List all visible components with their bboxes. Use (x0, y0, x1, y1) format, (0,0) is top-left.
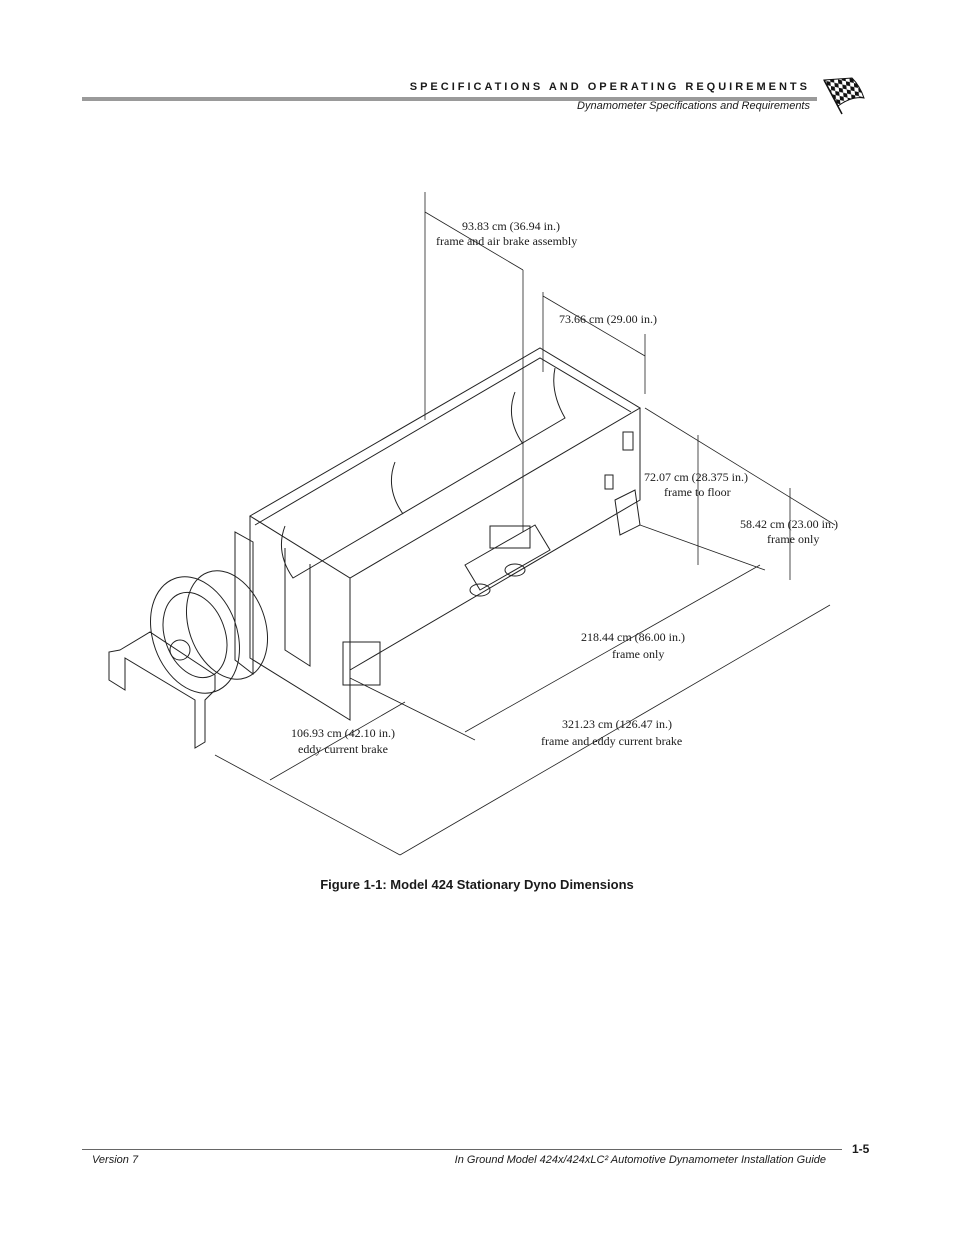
figure-caption: Figure 1-1: Model 424 Stationary Dyno Di… (320, 877, 634, 892)
dim-top-width-value: 93.83 cm (36.94 in.) (462, 219, 560, 233)
footer-rule (82, 1149, 842, 1150)
checkered-flag-icon (823, 77, 865, 115)
dim-brake-length-value: 106.93 cm (42.10 in.) (291, 726, 395, 740)
dim-frame-height-value: 58.42 cm (23.00 in.) (740, 517, 838, 531)
header-rule (82, 97, 817, 101)
dim-frame-to-floor-label: frame to floor (664, 485, 731, 499)
dim-frame-width-value: 73.66 cm (29.00 in.) (559, 312, 657, 326)
dim-total-length-label: frame and eddy current brake (541, 734, 683, 748)
dim-top-width-label: frame and air brake assembly (436, 234, 578, 248)
footer-version: Version 7 (92, 1154, 139, 1166)
dim-frame-to-floor-value: 72.07 cm (28.375 in.) (644, 470, 748, 484)
dim-total-length-value: 321.23 cm (126.47 in.) (562, 717, 672, 731)
section-title: SPECIFICATIONS AND OPERATING REQUIREMENT… (409, 81, 810, 93)
page-number: 1-5 (852, 1142, 870, 1156)
dyno-dimension-diagram (108, 192, 836, 856)
footer-guide-title: In Ground Model 424x/424xLC² Automotive … (454, 1154, 826, 1166)
dim-brake-length-label: eddy current brake (298, 742, 388, 756)
dim-frame-length-label: frame only (612, 647, 665, 661)
dim-frame-height-label: frame only (767, 532, 820, 546)
subsection-title: Dynamometer Specifications and Requireme… (577, 100, 810, 112)
dim-frame-length-value: 218.44 cm (86.00 in.) (581, 630, 685, 644)
